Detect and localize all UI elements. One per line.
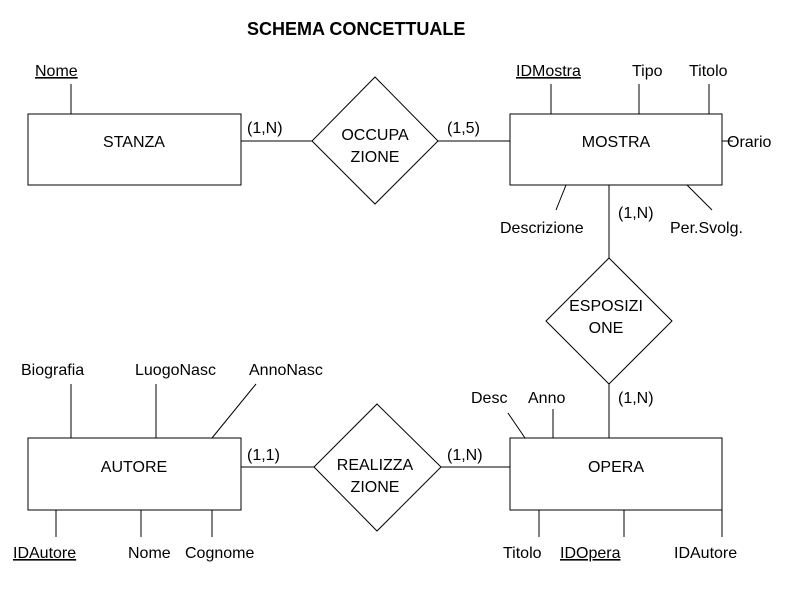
attr-opera-id-autore: IDAutore — [674, 545, 737, 562]
entity-opera-label: OPERA — [588, 459, 644, 476]
attr-opera-titolo: Titolo — [503, 545, 542, 562]
relationship-realizzazione-label-1: REALIZZA — [337, 457, 414, 474]
relationship-occupazione — [311, 76, 439, 205]
attr-autore-nome: Nome — [128, 545, 171, 562]
attr-opera-id: IDOpera — [560, 545, 621, 562]
entity-autore — [27, 437, 242, 511]
attr-mostra-orario: Orario — [727, 134, 772, 151]
cardinality-opera-realizzazione: (1,N) — [447, 447, 483, 464]
cardinality-mostra-occupazione: (1,5) — [447, 120, 480, 137]
relationship-occupazione-label-1: OCCUPA — [341, 127, 409, 144]
stem-mostra-per-svolg — [686, 184, 713, 211]
attr-autore-id: IDAutore — [13, 545, 76, 562]
stem-mostra-descrizione — [555, 184, 567, 211]
stem-autore-anno-nasc — [211, 383, 257, 439]
cardinality-stanza-occupazione: (1,N) — [247, 120, 283, 137]
relationship-occupazione-label-2: ZIONE — [351, 149, 400, 166]
relationship-realizzazione-label-2: ZIONE — [351, 479, 400, 496]
entity-mostra-label: MOSTRA — [582, 134, 651, 151]
attr-mostra-titolo: Titolo — [689, 63, 728, 80]
entity-stanza-label: STANZA — [103, 134, 165, 151]
stem-opera-desc — [507, 412, 526, 439]
attr-mostra-tipo: Tipo — [632, 63, 663, 80]
entity-stanza — [27, 113, 242, 186]
relationship-esposizione-label-2: ONE — [589, 320, 624, 337]
cardinality-mostra-esposizione: (1,N) — [618, 205, 654, 222]
attr-autore-cognome: Cognome — [185, 545, 254, 562]
entity-autore-label: AUTORE — [101, 459, 167, 476]
attr-opera-desc: Desc — [471, 390, 507, 407]
attr-autore-luogo-nasc: LuogoNasc — [135, 362, 216, 379]
attr-stanza-nome: Nome — [35, 63, 78, 80]
relationship-esposizione — [545, 257, 673, 385]
relationship-realizzazione — [313, 403, 442, 532]
entity-mostra — [509, 113, 723, 186]
entity-opera — [509, 437, 723, 511]
attr-opera-anno: Anno — [528, 390, 565, 407]
diagram-title: SCHEMA CONCETTUALE — [247, 19, 465, 39]
relationship-esposizione-label-1: ESPOSIZI — [569, 298, 643, 315]
attr-autore-biografia: Biografia — [21, 362, 84, 379]
cardinality-autore-realizzazione: (1,1) — [247, 447, 280, 464]
attr-mostra-id: IDMostra — [516, 63, 581, 80]
attr-mostra-descrizione: Descrizione — [500, 220, 584, 237]
attr-autore-anno-nasc: AnnoNasc — [249, 362, 323, 379]
attr-mostra-per-svolg: Per.Svolg. — [670, 220, 743, 237]
cardinality-opera-esposizione: (1,N) — [618, 390, 654, 407]
